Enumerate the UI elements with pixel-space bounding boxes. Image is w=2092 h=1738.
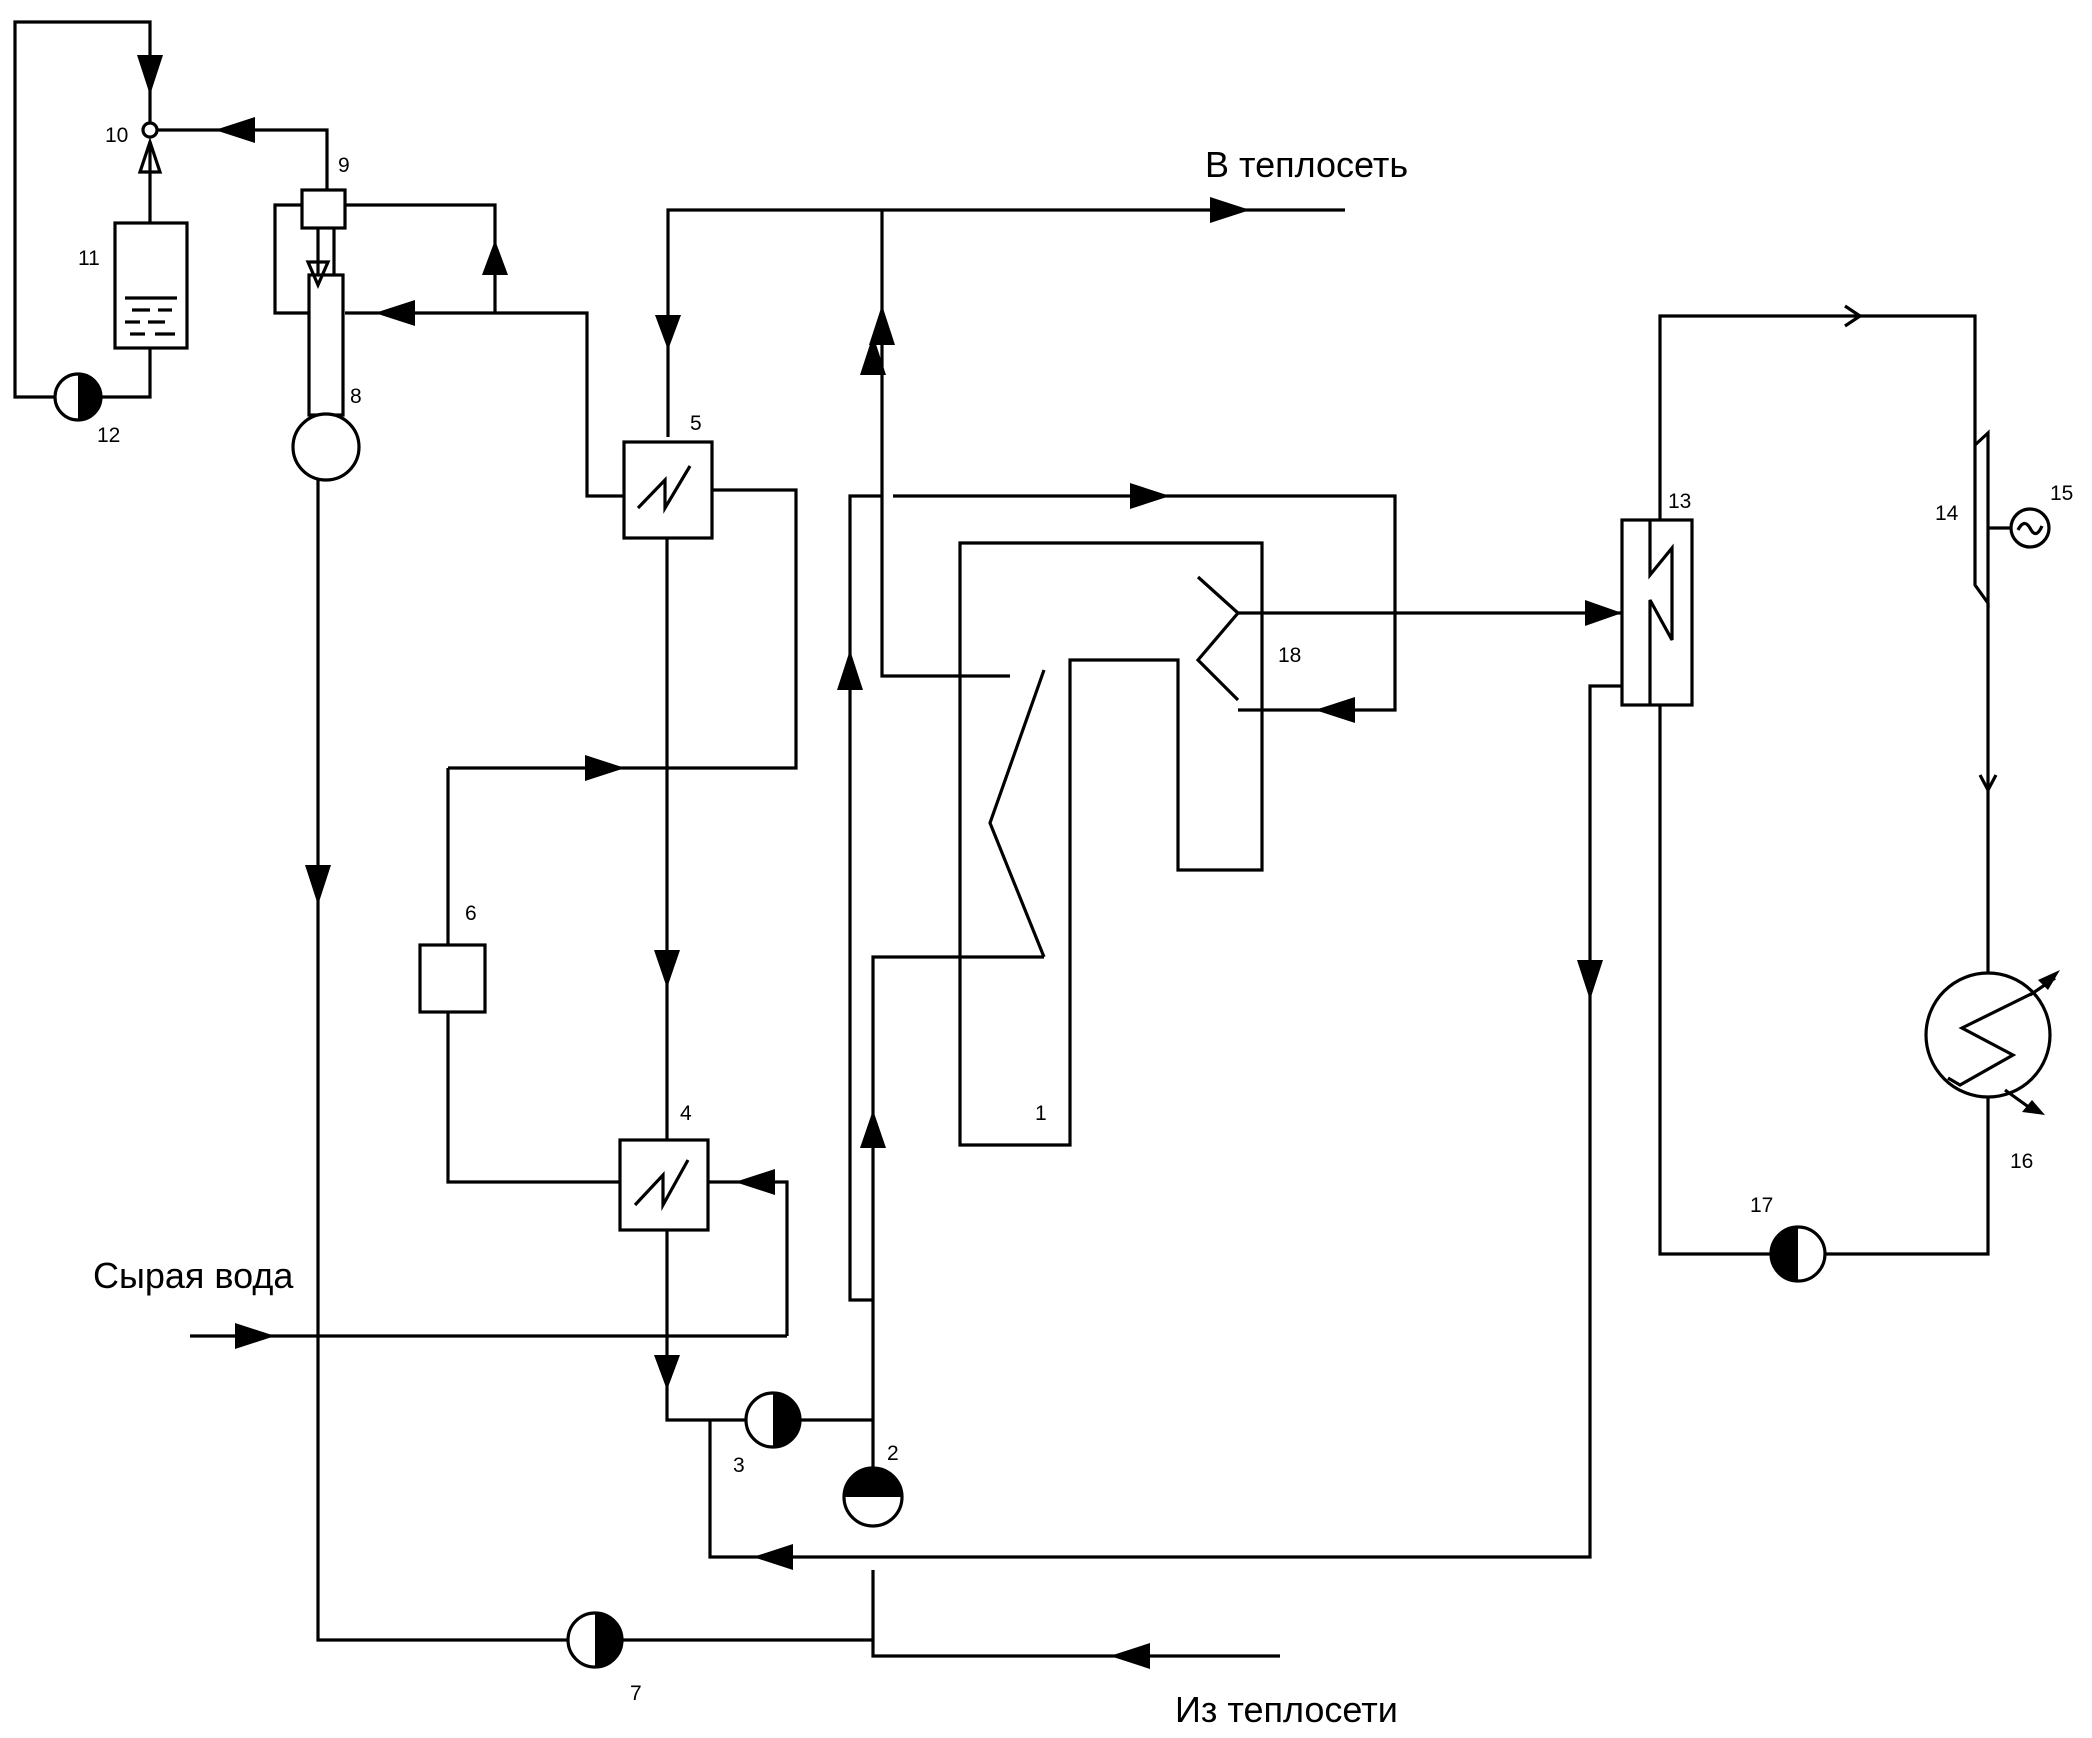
pump-12-icon <box>53 372 103 422</box>
arrow-2-up-low <box>860 1110 886 1148</box>
arrow-right-loop-top <box>1844 304 1863 328</box>
pipe-9-bypass <box>273 203 318 315</box>
arrow-supply-right <box>1210 197 1250 223</box>
label-8: 8 <box>350 385 362 408</box>
heat-exchanger-13-icon <box>1620 518 1694 707</box>
arrow-to-9-up <box>482 240 508 275</box>
arrow-from-heat-network <box>1110 1643 1150 1669</box>
arrow-4-down <box>654 1355 680 1390</box>
label-15: 15 <box>2050 482 2073 505</box>
arrow-9-to-10 <box>215 117 255 143</box>
arrow-to-13 <box>1585 600 1622 626</box>
pipe-8-down <box>316 480 568 1642</box>
pipe-5-return <box>448 488 798 770</box>
caption-to-heat-network: В теплосеть <box>1205 144 1408 185</box>
pump-3-icon <box>744 1391 802 1449</box>
caption-raw-water: Сырая вода <box>93 1255 294 1296</box>
label-9: 9 <box>338 154 350 177</box>
pipe-18-top <box>893 494 1397 712</box>
condenser-16-icon <box>1924 970 2060 1115</box>
label-10: 10 <box>105 124 128 147</box>
arrow-boiler-up <box>869 305 895 345</box>
arrow-12-to-10 <box>137 55 163 95</box>
label-4: 4 <box>680 1102 692 1125</box>
heat-exchanger-5-icon <box>622 440 714 540</box>
generator-15-icon <box>2009 507 2051 549</box>
arrow-to-8-left <box>375 300 415 326</box>
pipe-4-down <box>665 1230 745 1422</box>
equipment-numbers: 1 2 3 4 5 6 7 8 9 10 11 12 13 14 15 16 1… <box>78 124 2073 1705</box>
label-5: 5 <box>690 412 702 435</box>
drum-8-icon <box>291 412 361 482</box>
piping <box>13 20 2010 1658</box>
pipe-9-right <box>345 203 497 313</box>
arrow-6-to-column <box>585 755 625 781</box>
pump-17-icon <box>1769 1225 1827 1283</box>
arrow-8-down <box>305 865 331 905</box>
pipe-16-to-17 <box>1820 1098 1990 1256</box>
pipe-4-right <box>708 1180 789 1336</box>
ejector-8-column-icon <box>307 273 345 417</box>
pipe-return-from-13 <box>708 684 1622 1559</box>
label-7: 7 <box>630 1682 642 1705</box>
tank-11-liquid-icon <box>125 296 177 336</box>
arrow-2-top <box>860 335 886 375</box>
unit-9-icon <box>300 188 347 230</box>
equipment <box>53 121 2060 1669</box>
pipe-17-to-13 <box>1658 705 1775 1256</box>
label-14: 14 <box>1935 502 1959 525</box>
boiler-1-coil <box>988 669 1046 958</box>
turbine-14-icon <box>1973 429 1990 608</box>
pipe-to-8 <box>345 311 624 498</box>
arrow-boiler-up-2 <box>837 650 863 690</box>
pipe-9-to-10 <box>158 128 329 190</box>
label-12: 12 <box>97 424 120 447</box>
arrow-18-top-right <box>1130 483 1170 509</box>
pipe-from-heat-network <box>871 1570 1280 1658</box>
pipe-2-top <box>848 494 882 1302</box>
pipe-heat-network-supply <box>666 208 1345 437</box>
arrow-supply-down <box>655 315 681 350</box>
label-13: 13 <box>1668 490 1691 513</box>
pipe-boiler-to-supply <box>880 210 1010 678</box>
label-17: 17 <box>1750 1194 1773 1217</box>
arrow-column-down <box>654 950 680 988</box>
unit-6-icon <box>418 943 487 1014</box>
arrow-raw-water <box>235 1323 275 1349</box>
arrow-13-down <box>1577 960 1603 1000</box>
pipe-13-top-loop <box>1658 314 1977 520</box>
ejector-8-nozzle-icon <box>305 260 331 290</box>
label-16: 16 <box>2010 1150 2033 1173</box>
mixer-10-icon <box>141 121 159 139</box>
pipe-6-bottom <box>446 1012 620 1184</box>
pipe-12-to-11 <box>100 348 152 399</box>
caption-from-heat-network: Из теплосети <box>1175 1689 1398 1730</box>
label-18: 18 <box>1278 644 1301 667</box>
arrow-4-left <box>735 1169 775 1195</box>
tank-11-icon <box>113 221 189 350</box>
heat-exchanger-4-icon <box>618 1138 710 1232</box>
stream-captions: В теплосеть Из теплосети Сырая вода <box>93 144 1408 1730</box>
arrow-18-return-left <box>1315 697 1355 723</box>
label-1: 1 <box>1035 1102 1047 1125</box>
label-6: 6 <box>465 902 477 925</box>
arrow-return-left <box>753 1544 793 1570</box>
boiler-1-outline <box>958 541 1264 1147</box>
label-2: 2 <box>887 1442 899 1465</box>
flow-arrows <box>137 55 1998 1669</box>
arrow-right-loop-down <box>1978 774 1998 794</box>
heater-18-coil-icon <box>1195 575 1241 702</box>
pump-2-icon <box>842 1466 904 1528</box>
label-3: 3 <box>733 1454 745 1477</box>
pump-7-icon <box>566 1611 624 1669</box>
mixer-10-cone <box>137 136 163 174</box>
label-11: 11 <box>78 247 100 270</box>
